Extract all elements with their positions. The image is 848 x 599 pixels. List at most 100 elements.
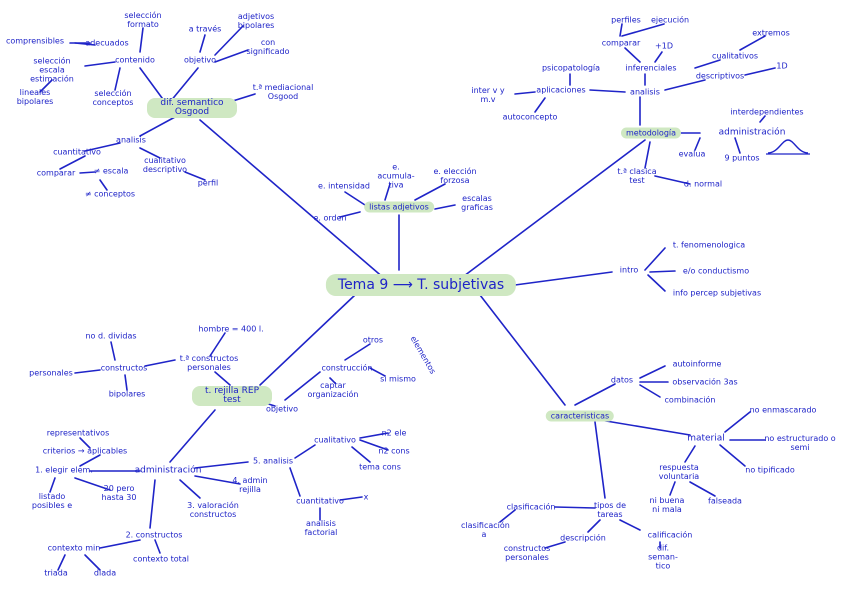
connector-line — [289, 467, 301, 497]
node-5-analisis: 5. analisis — [252, 456, 294, 466]
connector-line — [84, 554, 101, 571]
connector-line — [199, 119, 386, 280]
node-si-mismo: si mismo — [380, 374, 416, 384]
connector-line — [654, 175, 691, 185]
connector-line — [84, 61, 116, 67]
node-cuantitativo-mid: cuantitativo — [296, 496, 344, 506]
node-administracion-r: administración — [718, 127, 786, 138]
node-no-enmascarado: no enmascarado — [749, 405, 817, 415]
connector-line — [759, 115, 766, 123]
node-interdependientes: interdependientes — [730, 107, 804, 117]
node-adecuados: adecuados — [85, 38, 129, 48]
node-tipos-tareas: tipos de tareas — [593, 501, 627, 519]
node-aplicaciones: aplicaciones — [536, 85, 586, 95]
connector-line — [339, 496, 363, 501]
node-t-fenomenologica: t. fenomenologica — [672, 240, 746, 250]
connector-line — [587, 519, 601, 533]
connector-line — [169, 67, 199, 103]
connector-line — [644, 141, 651, 169]
connector-line — [59, 155, 86, 170]
connector-line — [534, 97, 546, 113]
node-lineales-bipolares: lineales bipolares — [16, 88, 54, 106]
node-x-mark: x — [363, 492, 369, 502]
connector-line — [621, 23, 665, 37]
connector-line — [694, 59, 721, 69]
node-combinacion: combinación — [664, 395, 716, 405]
connector-line — [199, 34, 206, 53]
connector-line — [574, 383, 616, 406]
connector-line — [384, 183, 391, 201]
node-listado: listado posibles e — [31, 492, 73, 510]
node-cualitativos: cualitativos — [711, 51, 759, 61]
node-observacion: observación 3as — [672, 377, 738, 387]
node-d-normal: d. normal — [683, 179, 723, 189]
node-extremos: extremos — [752, 28, 790, 38]
connector-line — [351, 446, 371, 463]
connector-line — [689, 481, 716, 497]
connector-line — [344, 191, 366, 206]
node-caracteristicas: caracteristicas — [545, 410, 615, 422]
node-seleccion-formato: selección formato — [124, 11, 162, 29]
connector-line — [624, 47, 641, 63]
connector-line — [684, 445, 696, 463]
node-elegir-elem: 1. elegir elem. — [35, 465, 93, 475]
node-no-tipificado: no tipificado — [745, 465, 795, 475]
node-rejilla: t. rejilla REP test — [192, 386, 272, 406]
node-evalua: evalua — [678, 149, 706, 159]
node-9-puntos: 9 puntos — [724, 153, 760, 163]
connector-line — [499, 509, 516, 523]
connector-line — [664, 79, 706, 91]
connector-line — [154, 539, 161, 554]
node-material: material — [687, 433, 725, 444]
node-autoinforme: autoinforme — [672, 359, 722, 369]
connector-line — [479, 294, 566, 406]
connector-line — [214, 49, 249, 63]
node-escala-top: ≠ escala — [93, 166, 129, 176]
node-e-conductismo: e/o conductismo — [682, 266, 750, 276]
node-metodologia: metodología — [620, 127, 682, 139]
node-interv: inter v y m.v — [471, 86, 505, 104]
connector-line — [139, 27, 144, 53]
connector-line — [514, 271, 613, 286]
node-descriptivos: descriptivos — [695, 71, 745, 81]
connector-line — [434, 204, 456, 210]
node-ni-buena: ni buena ni mala — [649, 496, 685, 514]
node-falseada: falseada — [708, 496, 742, 506]
node-t-mediacional: t.ª mediacional Osgood — [252, 83, 314, 101]
node-perfiles: perfiles — [611, 15, 641, 25]
connector-line — [149, 479, 156, 529]
connector-line — [359, 439, 389, 451]
connector-line — [639, 384, 661, 398]
node-objetivo-top: objetivo — [183, 55, 217, 65]
connector-line — [639, 365, 666, 379]
node-info-percep: info percep subjetivas — [672, 288, 762, 298]
connector-line — [359, 432, 389, 439]
node-descripcion: descripción — [560, 533, 606, 543]
connector-line — [39, 79, 53, 93]
node-n2-ele: n2 ele — [381, 428, 407, 438]
connector-line — [329, 377, 336, 384]
node-cualitativo-mid: cualitativo — [314, 435, 356, 445]
connector-line — [184, 171, 206, 181]
node-t-constructos: t.ª constructos personales — [179, 354, 239, 372]
connector-line — [209, 332, 226, 357]
normal-curve-icon — [767, 139, 809, 154]
node-personales: personales — [29, 368, 73, 378]
connector-line — [344, 343, 371, 361]
node-comprensibles: comprensibles — [5, 36, 65, 46]
node-analisis-factorial: analisis factorial — [304, 519, 338, 537]
node-constructos-personales: constructos personales — [503, 544, 551, 562]
node-e-eleccion: e. elección forzosa — [433, 167, 477, 185]
node-autoconcepto: autoconcepto — [502, 112, 558, 122]
node-bipolares: bipolares — [108, 389, 146, 399]
connector-line — [139, 147, 161, 159]
connector-line — [294, 444, 316, 459]
node-ejecucion: ejecución — [650, 15, 690, 25]
node-contenido: contenido — [115, 55, 155, 65]
connector-line — [514, 91, 536, 95]
connector-line — [669, 481, 676, 496]
node-3-valoracion: 3. valoración constructos — [187, 501, 239, 519]
node-mas-1d: +1D — [655, 41, 673, 51]
